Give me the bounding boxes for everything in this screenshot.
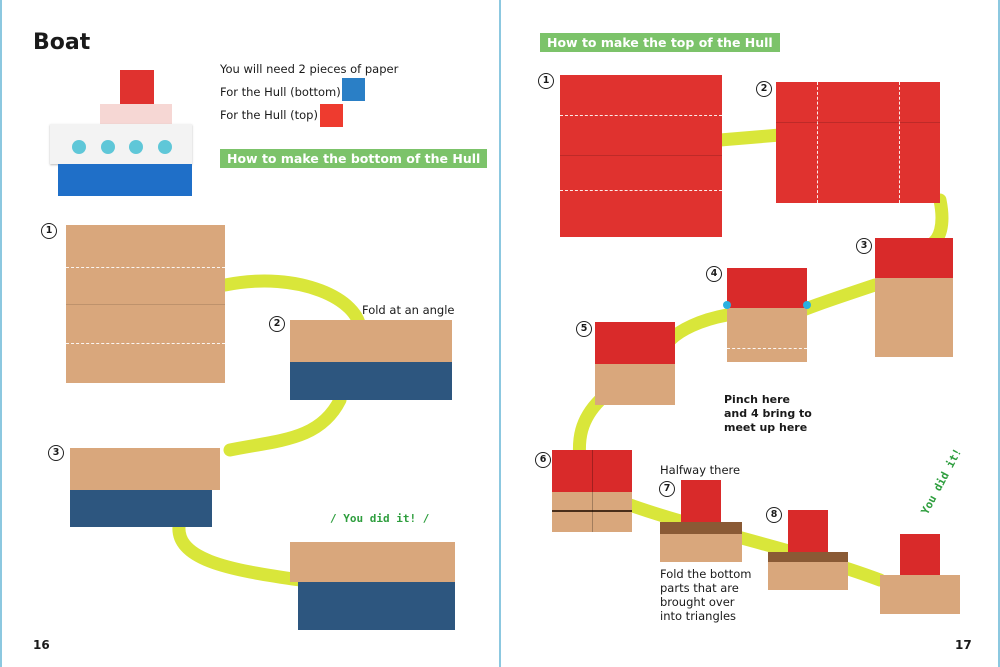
fold-note-line: into triangles [660,609,737,623]
step-number: 8 [766,507,782,523]
halfway-note: Halfway there [660,463,741,477]
step-number: 5 [576,321,592,337]
material-hull-bottom: For the Hull (bottom) [220,85,341,99]
book-spine [499,0,501,667]
fold-note-line: brought over [660,595,735,609]
top-step-6-paper [552,450,632,532]
finished-hull-top [880,534,960,614]
fold-note-line: parts that are [660,581,739,595]
top-step-4-paper [723,268,811,362]
you-did-it-text: / You did it! / [330,512,430,525]
fold-note-line: Fold the bottom [660,567,752,581]
you-did-it-label: You did it! [343,512,417,525]
top-step-8-paper [768,510,848,590]
step-number: 4 [706,266,722,282]
pinch-note-line: and 4 bring to [724,407,812,420]
boat-illustration [48,68,198,198]
section-banner-top-hull: How to make the top of the Hull [540,33,780,52]
finished-hull-bottom [290,542,455,630]
step-number: 1 [538,73,554,89]
materials-intro: You will need 2 pieces of paper [220,62,399,76]
step-number: 1 [41,223,57,239]
pinch-note: Pinch here and 4 bring to meet up here [724,393,812,435]
section-banner-bottom-hull: How to make the bottom of the Hull [220,149,488,168]
fold-note: Fold the bottom parts that are brought o… [660,567,752,623]
pinch-note-line: meet up here [724,421,808,434]
top-step-2-paper [776,82,940,203]
step-3-paper [70,448,230,527]
page-edge [998,0,1000,667]
step-number: 3 [48,445,64,461]
page-number: 16 [33,638,50,652]
material-hull-top: For the Hull (top) [220,108,318,122]
top-step-1-paper [560,75,722,237]
page-number: 17 [955,638,972,652]
step-number: 2 [269,316,285,332]
step-number: 7 [659,481,675,497]
blue-paper-swatch [342,78,365,101]
step-number: 3 [856,238,872,254]
red-paper-swatch [320,104,343,127]
top-step-3-paper [875,238,953,357]
step-number: 6 [535,452,551,468]
page-edge [0,0,2,667]
step-2-paper [290,320,452,400]
step-2-note: Fold at an angle [362,303,455,317]
page-title: Boat [33,30,91,55]
pinch-note-line: Pinch here [724,393,791,406]
step-number: 2 [756,81,772,97]
top-step-5-paper [595,322,675,405]
step-1-paper [66,225,225,383]
top-step-7-paper [660,480,742,562]
